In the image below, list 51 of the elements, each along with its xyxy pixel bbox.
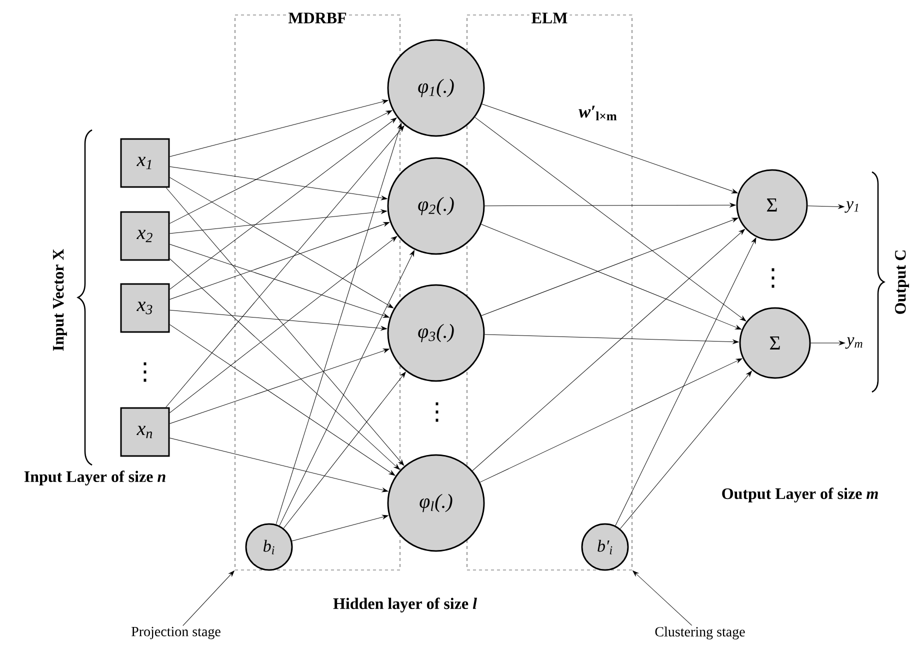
arrow: [170, 244, 390, 318]
arrow: [170, 166, 388, 200]
arrow: [480, 224, 742, 330]
weight-label: w′$_{l×m}$: [578, 104, 618, 122]
arrow: [279, 250, 414, 526]
arrow: [472, 228, 745, 471]
arrow: [170, 310, 387, 330]
arrow: [170, 118, 397, 290]
arrow: [170, 209, 388, 234]
output-label: y$_{1}$: [844, 201, 858, 213]
layer-caption: Hidden layer of size l: [333, 598, 477, 612]
arrow: [480, 358, 742, 482]
arrow: [615, 238, 756, 526]
arrow: [170, 100, 388, 157]
arrow: [283, 372, 406, 529]
output-label: y$_{m}$: [845, 337, 862, 349]
arrow: [484, 334, 739, 344]
arrow: [170, 236, 398, 414]
ellipsis: ⋮: [772, 268, 774, 288]
input-box: x$_{3}$: [120, 283, 170, 333]
arrow: [170, 258, 400, 470]
arrow: [808, 204, 844, 209]
arrow: [484, 202, 736, 208]
arrow: [170, 177, 394, 308]
arrow: [170, 222, 390, 300]
arrow: [276, 122, 402, 525]
leader-line: [632, 570, 692, 626]
axis-title: Output C: [895, 250, 909, 314]
axis-title: Input Vector X: [53, 248, 67, 351]
arrow: [170, 348, 390, 424]
layer-caption: Output Layer of size m: [722, 488, 878, 502]
arrow: [620, 370, 752, 529]
arrow: [170, 324, 396, 476]
arrow: [166, 188, 404, 466]
leader-line: [182, 570, 234, 626]
stage-label: Clustering stage: [655, 626, 745, 640]
layer-caption: Input Layer of size n: [24, 470, 166, 486]
ellipsis: ⋮: [436, 402, 438, 422]
arrow: [292, 514, 388, 542]
input-box: x$_{n}$: [120, 407, 170, 457]
arrow: [170, 438, 388, 492]
input-box: x$_{1}$: [120, 138, 170, 188]
arrow: [474, 117, 746, 322]
arrow: [166, 126, 404, 408]
ellipsis: ⋮: [144, 362, 146, 382]
input-box: x$_{2}$: [120, 211, 170, 261]
arrow: [170, 110, 392, 224]
arrow: [482, 104, 738, 194]
arrow: [810, 340, 845, 346]
stage-label: Projection stage: [132, 626, 220, 640]
arrow: [481, 218, 738, 316]
